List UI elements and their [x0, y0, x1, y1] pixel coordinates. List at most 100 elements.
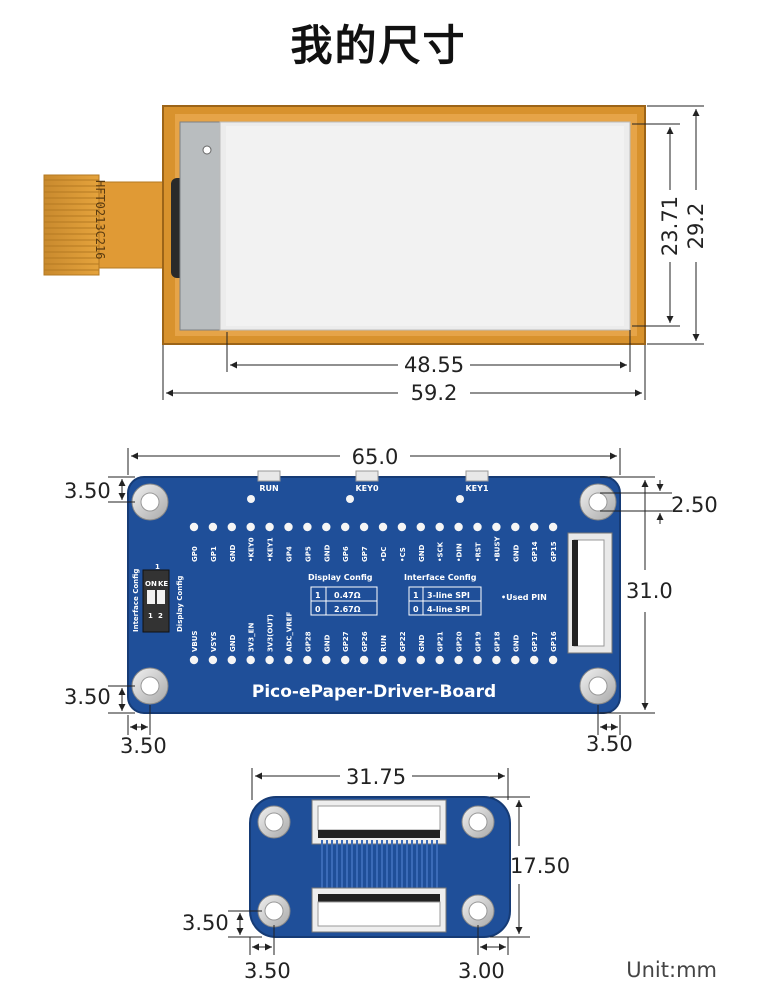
bottom-pin-label: GP20 [456, 631, 464, 652]
bottom-pin-label: GP26 [361, 631, 369, 652]
pin-top [208, 522, 218, 532]
adapter-connector-bottom [311, 887, 447, 933]
display-dimensions: 48.55 59.2 23.71 29.2 [162, 105, 708, 405]
board-name: Pico-ePaper-Driver-Board [252, 682, 496, 702]
top-pin-label: GP7 [361, 546, 369, 562]
top-pin-label: GP0 [191, 546, 199, 562]
pin-top [303, 522, 312, 532]
display-config-r1-key: 1 [315, 591, 321, 600]
adapter-connector-top [311, 799, 447, 845]
switch-label-on: ON [145, 580, 157, 588]
interface-config-r1-key: 1 [413, 591, 419, 600]
dim-board-height: 31.0 [626, 579, 673, 603]
pin-bottom [511, 655, 520, 665]
pin-top [378, 522, 388, 532]
adapter-hole-br [461, 894, 495, 928]
top-pin-label: GND [229, 544, 237, 562]
dim-adapter-hole-bottom: 3.50 [182, 911, 229, 935]
used-pin-label: •Used PIN [501, 593, 547, 602]
pin-bottom [435, 655, 444, 665]
top-pin-label: •RST [475, 542, 483, 562]
bottom-pin-label: GP19 [475, 631, 483, 652]
interface-config-table: Interface Config 1 3-line SPI 0 4-line S… [404, 573, 482, 616]
pin-bottom [322, 655, 331, 665]
pin-bottom [530, 655, 539, 665]
label-button-key0: KEY0 [355, 484, 378, 493]
pin-top [454, 522, 463, 532]
pin-bottom [397, 655, 407, 665]
top-pin-label: •DC [380, 547, 388, 562]
switch-label-one: 1 [155, 563, 160, 571]
dim-hole-diameter: 2.50 [671, 493, 718, 517]
adapter-hole-bl [257, 894, 291, 928]
pin-top [548, 522, 558, 532]
bottom-pin-label: GP22 [399, 631, 407, 652]
interface-config-r2-key: 0 [413, 605, 419, 614]
adapter-hole-tr [461, 805, 495, 839]
top-pin-label: GP5 [304, 546, 312, 562]
pin-bottom [341, 655, 350, 665]
unit-label: Unit:mm [626, 958, 717, 982]
fpc-label: HFT0213C216 [93, 180, 107, 259]
display-config-title: Display Config [308, 573, 373, 582]
pin-bottom [378, 655, 388, 665]
bottom-pin-label: GP17 [531, 631, 539, 652]
top-pin-label: •KEY1 [267, 537, 275, 562]
dim-adapter-hole-left: 3.50 [244, 959, 291, 983]
top-pin-label: •DIN [456, 543, 464, 562]
pin-top [511, 522, 520, 532]
dim-hole-bottom: 3.50 [64, 685, 111, 709]
bottom-pin-label: GP21 [437, 631, 445, 652]
dim-outline-width: 59.2 [411, 381, 458, 405]
dim-board-width: 65.0 [352, 445, 399, 469]
bottom-pin-label: GP18 [493, 631, 501, 652]
label-button-key1: KEY1 [465, 484, 488, 493]
top-pin-label: •SCK [437, 541, 445, 562]
pin-top [530, 522, 539, 532]
switch-label-display: Display Config [176, 576, 184, 632]
top-pin-label: GP15 [550, 541, 558, 562]
pin-bottom [416, 655, 425, 665]
pin-top [416, 522, 425, 532]
bottom-pin-label: RUN [380, 635, 388, 652]
dim-adapter-height: 17.50 [510, 854, 570, 878]
driver-board-dimensions: 65.0 31.0 3.50 3.50 3.50 3.50 2.50 [64, 445, 718, 758]
dim-hole-right: 3.50 [586, 732, 633, 756]
switch-label-interface: Interface Config [132, 569, 140, 632]
adapter-dimensions: 31.75 17.50 3.50 3.50 3.00 [182, 765, 570, 983]
dim-adapter-hole-right: 3.00 [458, 959, 505, 983]
top-pin-label: GND [418, 544, 426, 562]
pin-bottom [548, 655, 558, 665]
bottom-pin-label: GP16 [550, 631, 558, 652]
switch-label-ke: KE [158, 580, 168, 588]
pin-top [246, 522, 255, 532]
interface-config-title: Interface Config [404, 573, 477, 582]
top-pin-label: GP14 [531, 541, 539, 562]
page-title: 我的尺寸 [290, 21, 467, 70]
bottom-pin-label: 3V3_EN [248, 623, 256, 652]
pin-top [435, 522, 444, 532]
adapter-traces [321, 840, 438, 892]
pin-bottom [189, 655, 199, 665]
pin-bottom [265, 655, 274, 665]
adapter-hole-tl [257, 805, 291, 839]
pin-top [227, 522, 236, 532]
pin-top [397, 522, 407, 532]
top-pin-label: GND [512, 544, 520, 562]
fpc-cable: HFT0213C216 [43, 174, 166, 276]
pin-top [359, 522, 369, 532]
display-config-table: Display Config 1 0.47Ω 0 2.67Ω [308, 573, 378, 616]
pin-bottom [208, 655, 218, 665]
dim-hole-left: 3.50 [120, 734, 167, 758]
switch-label-1: 1 [148, 612, 153, 620]
mounting-hole-bl [131, 667, 169, 705]
bottom-pin-label: VBUS [191, 631, 199, 652]
label-button-run: RUN [259, 484, 278, 493]
bottom-pin-label: GND [512, 634, 520, 652]
pin-bottom [473, 655, 482, 665]
bottom-pin-label: GND [323, 634, 331, 652]
board-fpc-connector [567, 532, 613, 654]
display-config-r2-key: 0 [315, 605, 321, 614]
dim-outline-height: 29.2 [684, 203, 708, 250]
